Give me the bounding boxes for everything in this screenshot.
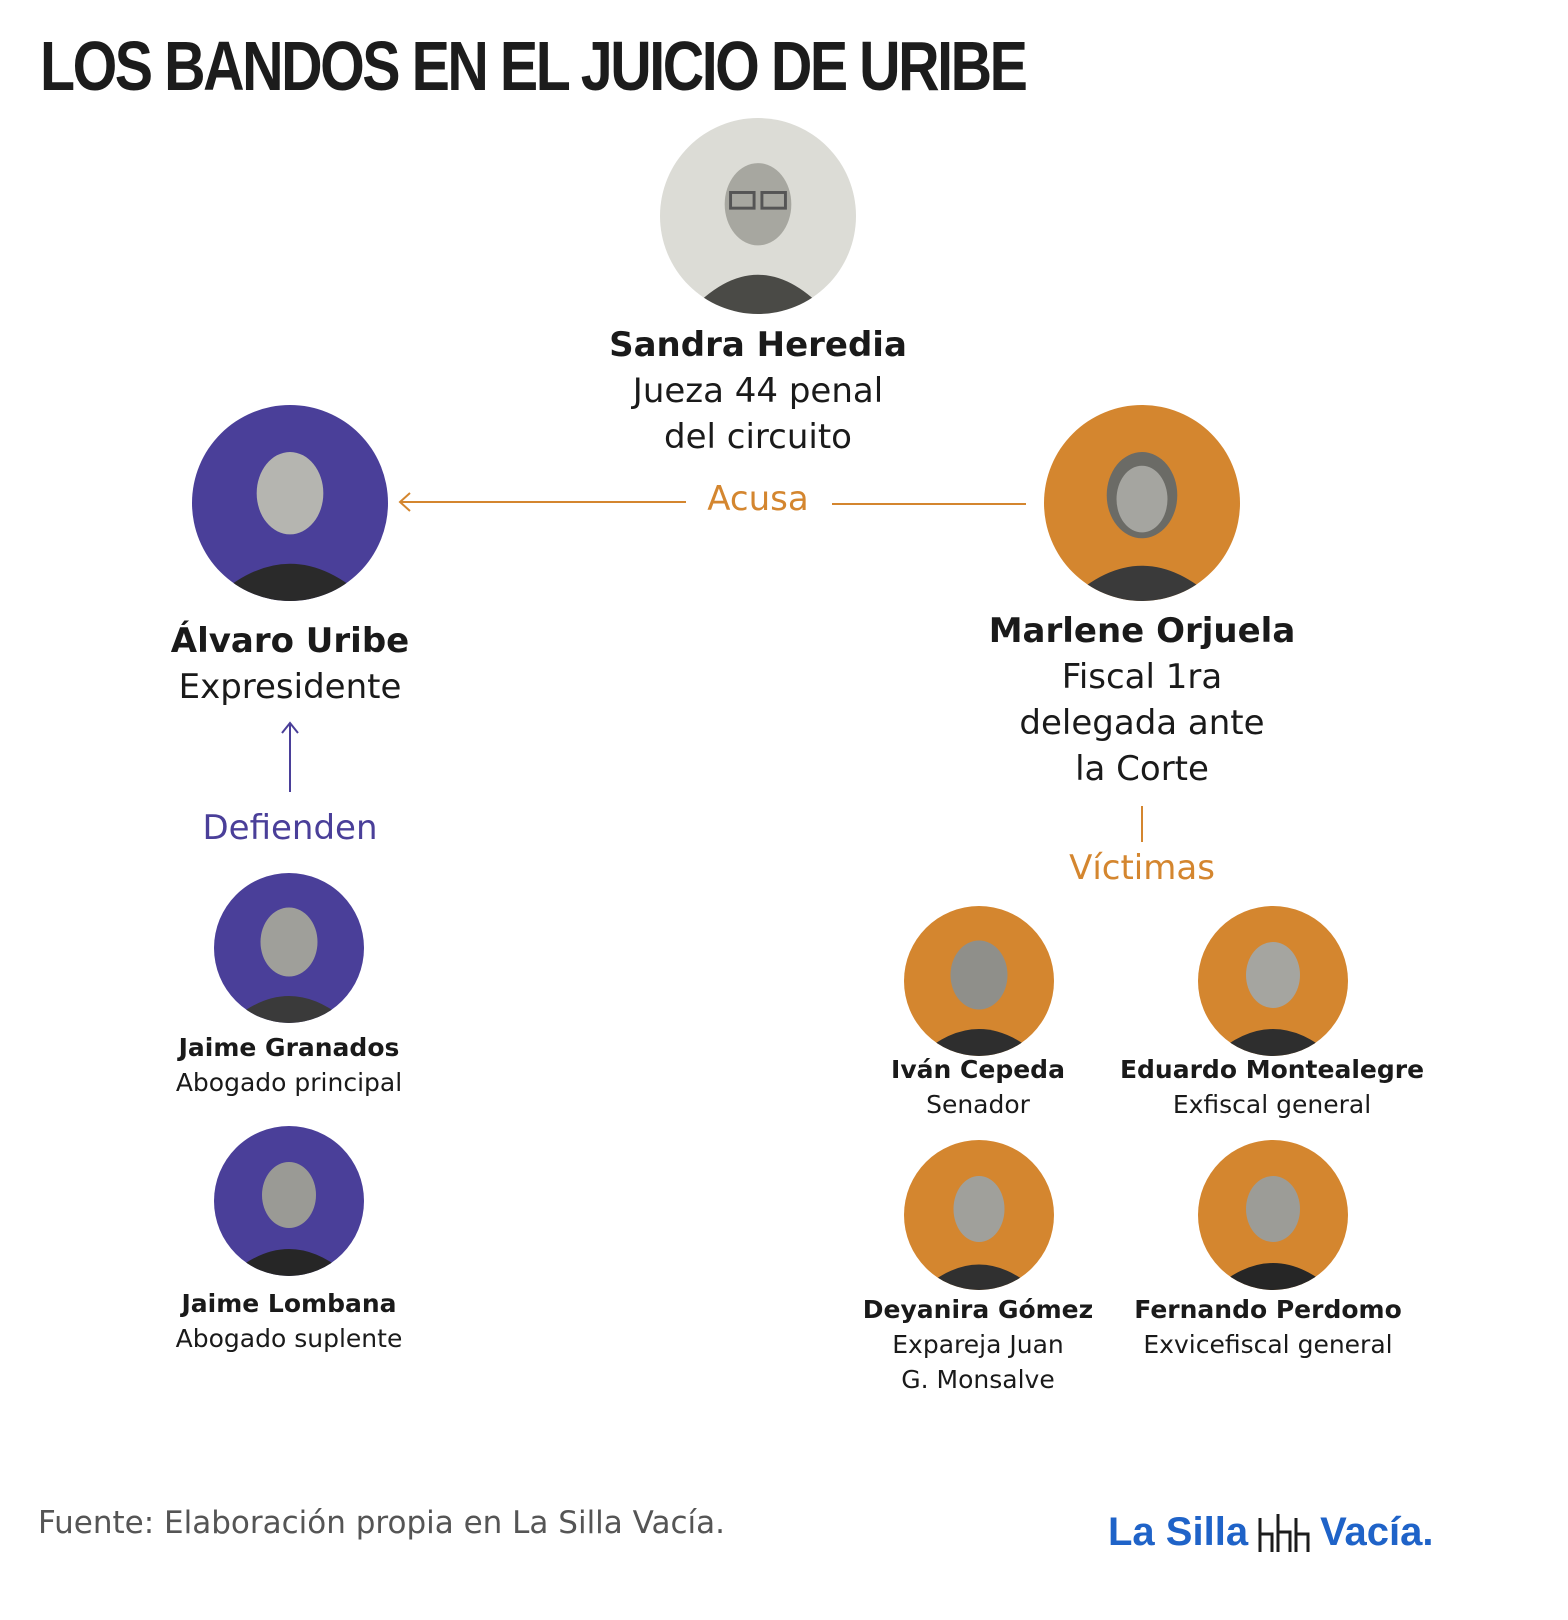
accuses-label: Acusa: [707, 479, 809, 519]
victim-name: Eduardo Montealegre: [1119, 1055, 1425, 1084]
victim-label: Deyanira Gómez Expareja Juan G. Monsalve: [863, 1292, 1093, 1397]
chairs-icon: [1258, 1514, 1310, 1552]
victim-photo: [1198, 1140, 1348, 1290]
judge-role: Jueza 44 penal: [632, 371, 884, 411]
victim-role: Exfiscal general: [1172, 1090, 1372, 1119]
source-note: Fuente: Elaboración propia en La Silla V…: [38, 1505, 725, 1541]
victim-name: Deyanira Gómez: [862, 1295, 1094, 1324]
judge-label: Sandra Heredia Jueza 44 penal del circui…: [609, 322, 907, 460]
victim-photo: [904, 1140, 1054, 1290]
publisher-logo: La Silla Vacía.: [1108, 1508, 1434, 1556]
prosecutor-photo: [1044, 405, 1240, 601]
logo-text-left: La Silla: [1108, 1509, 1249, 1554]
prosecutor-label: Marlene Orjuela Fiscal 1ra delegada ante…: [989, 608, 1296, 792]
defend-arrow-up: [281, 721, 299, 792]
victim-photo: [904, 906, 1054, 1056]
page-title: LOS BANDOS EN EL JUICIO DE URIBE: [40, 27, 1028, 105]
victim-role: Exvicefiscal general: [1143, 1330, 1393, 1359]
victim-label: Iván Cepeda Senador: [891, 1052, 1065, 1122]
victim-label: Eduardo Montealegre Exfiscal general: [1120, 1052, 1424, 1122]
defender-name: Jaime Lombana: [181, 1289, 397, 1318]
defender-role: Abogado suplente: [175, 1324, 403, 1353]
judge-role: del circuito: [664, 417, 852, 457]
defender-photo: [214, 1126, 364, 1276]
accused-name: Álvaro Uribe: [170, 621, 410, 661]
victims-label: Víctimas: [1069, 848, 1215, 888]
accuses-line-right: [832, 503, 1026, 505]
judge-photo: [660, 118, 856, 314]
victim-name: Fernando Perdomo: [1134, 1295, 1402, 1324]
victim-role: Senador: [926, 1090, 1030, 1119]
defender-label: Jaime Granados Abogado principal: [176, 1030, 402, 1100]
defender-name: Jaime Granados: [178, 1033, 400, 1062]
defender-role: Abogado principal: [175, 1068, 403, 1097]
prosecutor-name: Marlene Orjuela: [988, 611, 1296, 651]
prosecutor-role: Fiscal 1ra: [1061, 657, 1223, 697]
defender-photo: [214, 873, 364, 1023]
victim-role: Expareja Juan: [892, 1330, 1064, 1359]
prosecutor-role: delegada ante: [1019, 703, 1265, 743]
victim-role: G. Monsalve: [901, 1365, 1055, 1394]
victim-name: Iván Cepeda: [891, 1055, 1065, 1084]
victim-photo: [1198, 906, 1348, 1056]
accused-photo: [192, 405, 388, 601]
accused-role: Expresidente: [178, 667, 402, 707]
judge-name: Sandra Heredia: [609, 325, 907, 365]
defend-label: Defienden: [202, 808, 378, 848]
defender-label: Jaime Lombana Abogado suplente: [176, 1286, 403, 1356]
accused-label: Álvaro Uribe Expresidente: [171, 618, 409, 710]
victim-label: Fernando Perdomo Exvicefiscal general: [1134, 1292, 1402, 1362]
victims-connector: [1141, 806, 1143, 842]
accuses-arrow-left: [398, 492, 686, 512]
logo-text-right: Vacía.: [1320, 1509, 1434, 1554]
prosecutor-role: la Corte: [1075, 749, 1209, 789]
